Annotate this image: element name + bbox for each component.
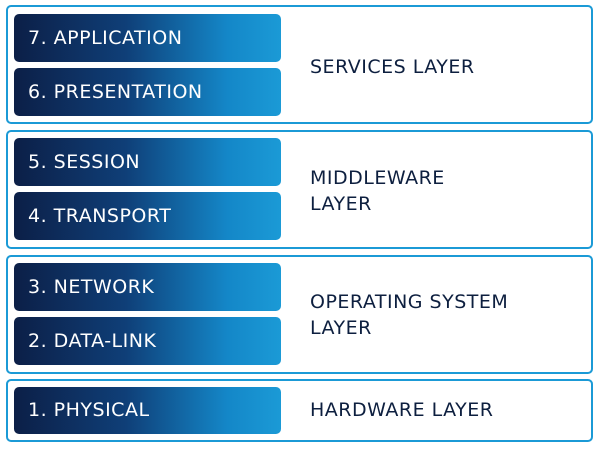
- operating-system-layer-label: OPERATING SYSTEM LAYER: [310, 291, 509, 339]
- layer-data-link: 2. DATA-LINK: [14, 317, 281, 365]
- hardware-layer-label: HARDWARE LAYER: [310, 399, 494, 421]
- middleware-layer-group: 5. SESSION 4. TRANSPORT MIDDLEWARE LAYER: [6, 130, 593, 249]
- services-layer-label: SERVICES LAYER: [310, 56, 475, 78]
- layer-transport: 4. TRANSPORT: [14, 192, 281, 240]
- services-layer-group: 7. APPLICATION 6. PRESENTATION SERVICES …: [6, 5, 593, 124]
- layer-session: 5. SESSION: [14, 138, 281, 186]
- layer-network: 3. NETWORK: [14, 263, 281, 311]
- layer-physical: 1. PHYSICAL: [14, 387, 281, 434]
- middleware-layer-label: MIDDLEWARE LAYER: [310, 167, 445, 215]
- hardware-layer-group: 1. PHYSICAL HARDWARE LAYER: [6, 379, 593, 442]
- layer-presentation: 6. PRESENTATION: [14, 68, 281, 116]
- operating-system-layer-group: 3. NETWORK 2. DATA-LINK OPERATING SYSTEM…: [6, 255, 593, 374]
- layer-application: 7. APPLICATION: [14, 14, 281, 62]
